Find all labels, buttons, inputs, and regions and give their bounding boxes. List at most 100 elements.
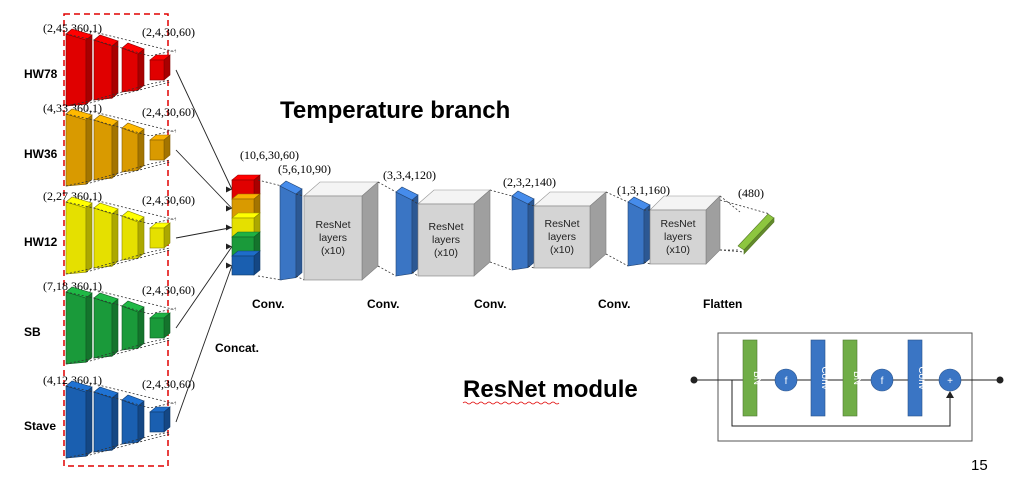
concat-stack — [231, 174, 261, 276]
conv-layer — [627, 196, 651, 267]
resnet-block-text: (x10) — [550, 244, 574, 256]
module-item-label: Conv — [916, 366, 927, 389]
flatten-vector — [737, 213, 775, 251]
concat-arrow — [175, 246, 233, 329]
conv-resnet-stages: ResNetlayers(x10)(5,6,10,90)Conv.ResNetl… — [252, 162, 741, 311]
encoder-guide-top — [65, 113, 177, 137]
module-skip-arrow — [946, 391, 954, 398]
module-item-label: BN — [751, 371, 762, 385]
encoder-guide-bottom — [65, 247, 171, 275]
output-shape-label: (2,4,30,60) — [142, 193, 195, 207]
conv-layer — [511, 190, 535, 271]
conv-label: Conv. — [252, 297, 284, 311]
stage-guide — [527, 265, 535, 269]
output-shape-label: (2,4,30,60) — [142, 105, 195, 119]
module-item-label: BN — [851, 371, 862, 385]
input-shape-label: (4,33,360,1) — [43, 101, 102, 115]
stage-shape-label: (5,6,10,90) — [278, 162, 331, 176]
resnet-block-text: (x10) — [321, 245, 345, 257]
input-shape-label: (4,12,360,1) — [43, 373, 102, 387]
encoder-guide-top — [65, 201, 177, 225]
encoder-output-block — [149, 134, 171, 161]
encoder-layer-2 — [93, 34, 119, 101]
page-number: 15 — [971, 457, 988, 474]
output-shape-label: (2,4,30,60) — [142, 25, 195, 39]
encoder-guide-top — [65, 385, 177, 409]
encoder-layer-1 — [65, 380, 93, 459]
module-item-4: BN — [842, 339, 862, 417]
encoder-output-block — [149, 54, 171, 81]
flatten-guide — [719, 249, 745, 253]
encoder-guide-diag — [85, 381, 177, 405]
stage-guide — [643, 261, 651, 265]
encoder-layer-1 — [65, 286, 93, 365]
concat-arrow — [175, 69, 233, 190]
module-item-7: + — [938, 368, 962, 392]
conv-layer — [395, 186, 419, 277]
stage-guide — [257, 179, 283, 187]
stage-guide — [295, 275, 305, 281]
resnet-module-title: ResNet module — [463, 376, 638, 403]
encoder-guide-bottom — [65, 79, 171, 107]
stage-guide — [605, 253, 629, 267]
input-shape-label: (2,45,360,1) — [43, 21, 102, 35]
encoder-layer-3 — [121, 42, 145, 93]
flatten-guide — [719, 199, 771, 215]
encoder-guide-diag — [85, 197, 177, 221]
resnet-block-text: ResNet — [660, 218, 695, 230]
stage-guide — [377, 181, 397, 193]
conv-label: Conv. — [474, 297, 506, 311]
conv-label: Conv. — [367, 297, 399, 311]
flatten-vector-side — [743, 217, 775, 255]
input-encoder-stave: Stave (4,12,360,1) (2,4,30,60) — [24, 373, 195, 459]
input-name-label: Stave — [24, 419, 56, 433]
concat-label: Concat. — [215, 341, 259, 355]
encoder-guide-diag — [85, 339, 171, 363]
concat-arrow-head — [226, 243, 232, 250]
concat-arrow-head — [226, 205, 232, 212]
module-skip-connection — [731, 380, 951, 427]
resnet-block — [533, 191, 607, 269]
encoder-guide-bottom — [65, 159, 171, 187]
encoder-layer-1 — [65, 108, 93, 187]
flatten-label: Flatten — [703, 297, 742, 311]
module-item-label: Conv — [819, 366, 830, 389]
concat-segment-stave — [231, 250, 261, 276]
input-shape-label: (7,18,360,1) — [43, 279, 102, 293]
resnet-block-text: (x10) — [434, 247, 458, 259]
module-item-2: f — [774, 368, 798, 392]
concat-arrow-head — [226, 224, 232, 231]
input-name-label: SB — [24, 325, 41, 339]
input-encoder-hw12: HW12(2,27,360,1)(2,4,30,60) — [24, 189, 195, 275]
stage-shape-label: (3,3,4,120) — [383, 168, 436, 182]
input-encoder-hw78: HW78 (2,45,360,1) (2,4,30,60) — [24, 21, 195, 107]
conv-label: Conv. — [598, 297, 630, 311]
flatten-shape-label: (480) — [738, 186, 764, 200]
resnet-block — [417, 189, 491, 277]
output-shape-label: (2,4,30,60) — [142, 283, 195, 297]
encoder-layer-2 — [93, 202, 119, 269]
encoder-output-block — [149, 312, 171, 339]
stage-guide — [489, 189, 513, 197]
input-name-label: HW36 — [24, 147, 58, 161]
stage-guide — [295, 193, 305, 197]
module-input-dot — [690, 376, 698, 384]
concat-arrow-head — [226, 262, 232, 269]
concat-arrow-head — [226, 186, 232, 193]
resnet-module-diagram: BN f Conv BN f Conv + — [690, 332, 1004, 442]
concat-arrow — [175, 265, 233, 423]
encoder-layer-3 — [121, 394, 145, 445]
output-shape-label: (2,4,30,60) — [142, 377, 195, 391]
encoder-layer-2 — [93, 292, 119, 359]
resnet-block-text: layers — [432, 234, 460, 246]
input-name-label: HW78 — [24, 67, 58, 81]
module-item-label: f — [785, 376, 788, 387]
stage-guide — [411, 199, 419, 205]
stage-guide — [411, 271, 419, 277]
concat-arrow — [175, 227, 233, 239]
encoder-output-block — [149, 222, 171, 249]
module-item-label: f — [881, 376, 884, 387]
resnet-block-text: ResNet — [428, 221, 463, 233]
resnet-block-text: (x10) — [666, 244, 690, 256]
